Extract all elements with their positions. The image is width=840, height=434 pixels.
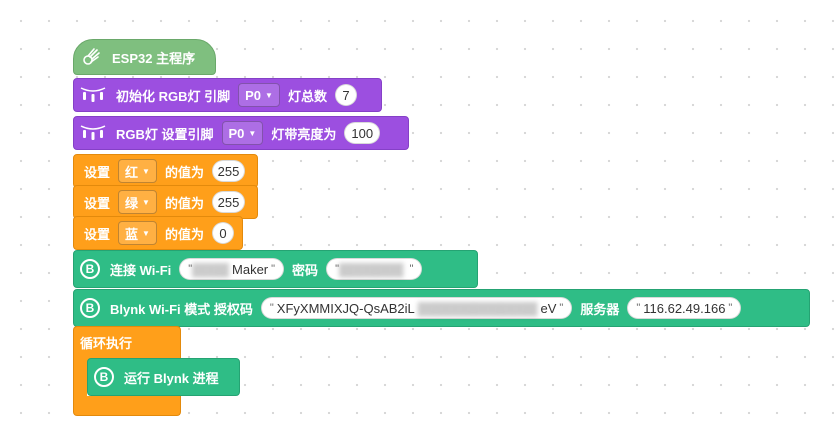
chevron-down-icon: ▼ xyxy=(142,197,150,207)
variable-dropdown[interactable]: 绿▼ xyxy=(118,190,157,214)
set-blue-block[interactable]: 设置 蓝▼ 的值为 0 xyxy=(73,216,243,250)
light-count-label: 灯总数 xyxy=(287,88,327,104)
main-label: ESP32 主程序 xyxy=(112,50,196,66)
set-label: 设置 xyxy=(84,226,111,242)
ssid-redacted: ▒▒▒▒ xyxy=(192,261,230,277)
variable-value: 蓝 xyxy=(125,226,139,242)
set-green-block[interactable]: 设置 绿▼ 的值为 255 xyxy=(73,185,258,219)
rgb-init-block[interactable]: 初始化 RGB灯 引脚 P0▼ 灯总数 7 xyxy=(73,78,382,112)
wifi-label: 连接 Wi-Fi xyxy=(110,262,172,278)
password-input[interactable]: "▒▒▒▒▒▒▒" xyxy=(326,258,423,280)
run-blynk-block[interactable]: B 运行 Blynk 进程 xyxy=(87,358,240,396)
rgb-init-label: 初始化 RGB灯 引脚 xyxy=(116,88,231,104)
set-label: 设置 xyxy=(84,164,111,180)
loop-block-arm xyxy=(73,362,87,398)
variable-dropdown[interactable]: 红▼ xyxy=(118,159,157,183)
value-label: 的值为 xyxy=(164,195,204,211)
token-redacted: ▒▒▒▒▒▒▒▒▒▒▒▒▒ xyxy=(417,300,538,316)
variable-value: 红 xyxy=(125,164,139,180)
variable-dropdown[interactable]: 蓝▼ xyxy=(118,221,157,245)
esp32-main-block[interactable]: ESP32 主程序 xyxy=(73,39,216,75)
password-label: 密码 xyxy=(292,262,319,278)
brightness-input[interactable]: 100 xyxy=(344,122,381,144)
blue-value-input[interactable]: 0 xyxy=(211,222,234,244)
value-label: 的值为 xyxy=(164,164,204,180)
loop-label: 循环执行 xyxy=(80,336,133,351)
blynk-b-icon: B xyxy=(94,367,114,387)
chevron-down-icon: ▼ xyxy=(248,128,257,138)
ssid-value: Maker xyxy=(232,261,269,277)
set-red-block[interactable]: 设置 红▼ 的值为 255 xyxy=(73,154,258,188)
value-label: 的值为 xyxy=(164,226,204,242)
hand-icon xyxy=(80,46,102,68)
wifi-connect-block[interactable]: B 连接 Wi-Fi "▒▒▒▒Maker" 密码 "▒▒▒▒▒▒▒" xyxy=(73,250,478,288)
ssid-input[interactable]: "▒▒▒▒Maker" xyxy=(179,258,285,280)
rgb-brightness-block[interactable]: RGB灯 设置引脚 P0▼ 灯带亮度为 100 xyxy=(73,116,409,150)
run-blynk-label: 运行 Blynk 进程 xyxy=(124,370,219,386)
blynk-config-block[interactable]: B Blynk Wi-Fi 模式 授权码 "XFyXMMIXJQ-QsAB2iL… xyxy=(73,289,810,327)
blynk-b-icon: B xyxy=(80,259,100,279)
blynk-mode-label: Blynk Wi-Fi 模式 授权码 xyxy=(110,301,253,317)
pin-value: P0 xyxy=(228,125,245,141)
chevron-down-icon: ▼ xyxy=(142,166,150,176)
server-input[interactable]: "116.62.49.166" xyxy=(627,297,742,319)
variable-value: 绿 xyxy=(125,195,139,211)
auth-token-end: eV xyxy=(540,300,557,316)
pin-dropdown[interactable]: P0▼ xyxy=(221,121,264,145)
set-label: 设置 xyxy=(84,195,111,211)
pin-value: P0 xyxy=(245,87,262,103)
loop-block-bottom xyxy=(73,396,181,416)
rgb-brightness-label: RGB灯 设置引脚 xyxy=(116,126,214,142)
red-value-input[interactable]: 255 xyxy=(211,160,245,182)
password-redacted: ▒▒▒▒▒▒▒ xyxy=(338,261,404,277)
light-string-icon xyxy=(80,85,106,105)
chevron-down-icon: ▼ xyxy=(265,90,273,100)
pin-dropdown[interactable]: P0▼ xyxy=(238,83,280,107)
chevron-down-icon: ▼ xyxy=(142,228,150,238)
brightness-label: 灯带亮度为 xyxy=(271,126,337,142)
blynk-b-icon: B xyxy=(80,298,100,318)
loop-block[interactable]: 循环执行 xyxy=(73,326,181,364)
light-string-icon xyxy=(80,123,106,143)
server-value: 116.62.49.166 xyxy=(643,300,726,316)
green-value-input[interactable]: 255 xyxy=(211,191,245,213)
auth-token-input[interactable]: "XFyXMMIXJQ-QsAB2iL▒▒▒▒▒▒▒▒▒▒▒▒▒eV" xyxy=(260,297,573,319)
auth-token-value: XFyXMMIXJQ-QsAB2iL xyxy=(276,300,415,316)
light-count-input[interactable]: 7 xyxy=(334,84,357,106)
server-label: 服务器 xyxy=(580,301,620,317)
